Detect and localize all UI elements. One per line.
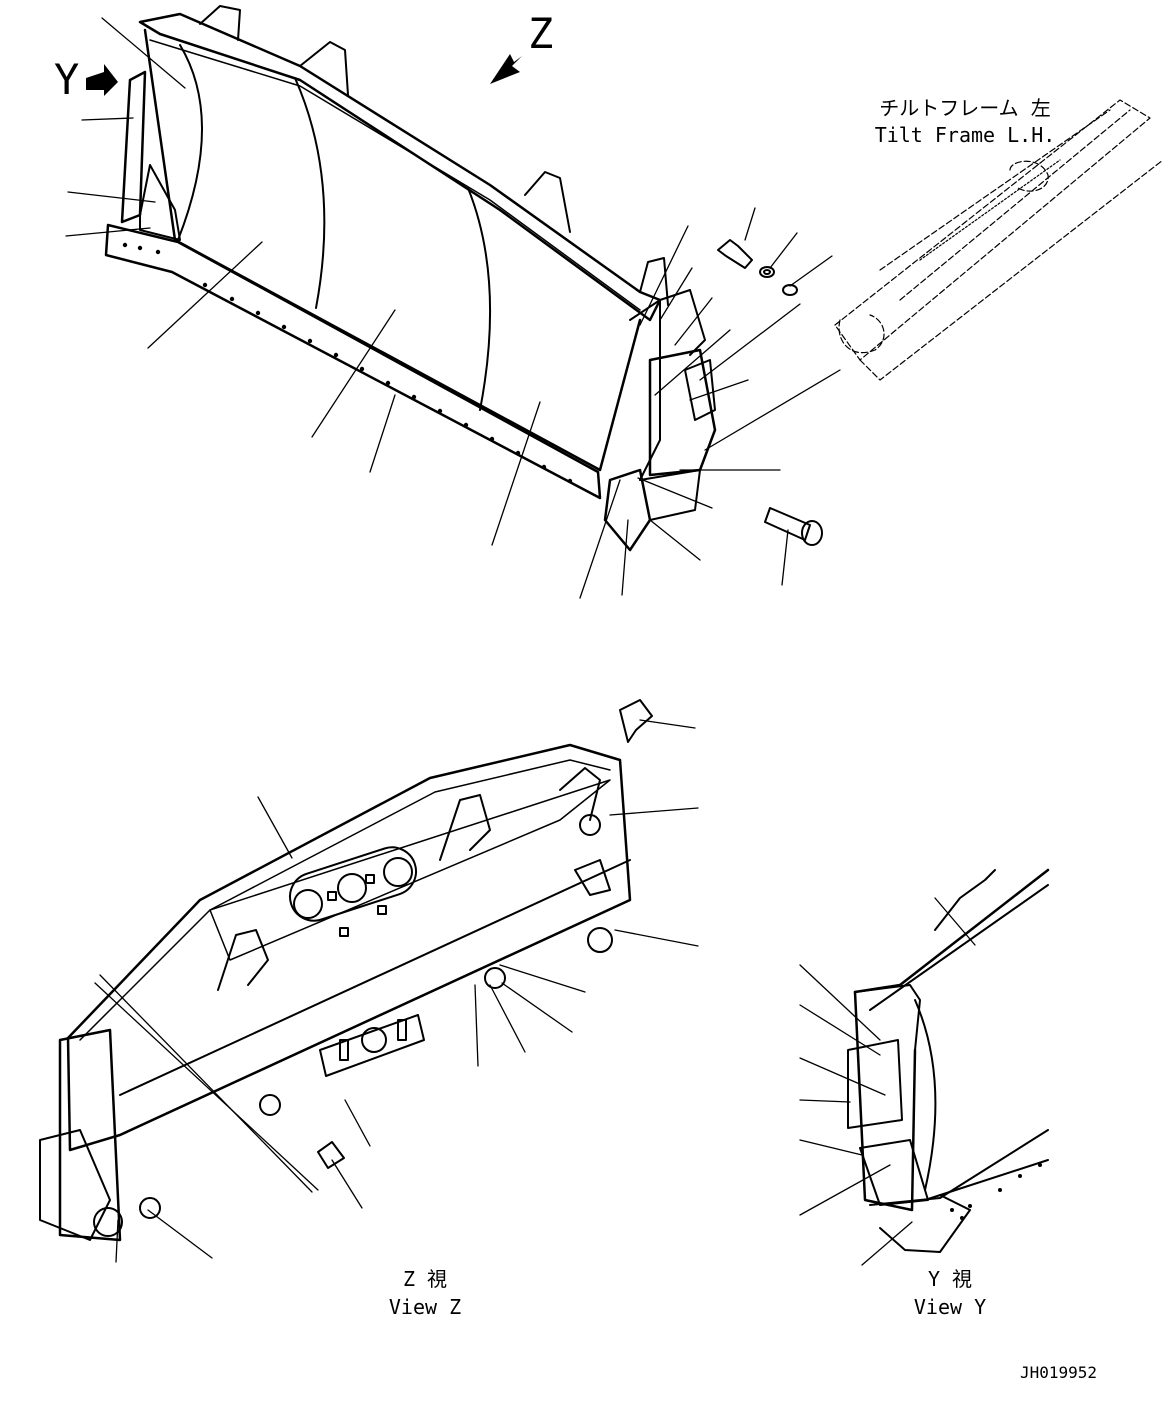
- view-z-drawing: [39, 699, 699, 1263]
- hardware-pin: [764, 507, 823, 546]
- bolt-holes: [122, 242, 573, 484]
- view-y-label-en: View Y: [913, 1295, 987, 1319]
- view-z-label-jp: Z 視: [402, 1267, 448, 1291]
- view-z-label-en: View Z: [388, 1295, 462, 1319]
- tilt-frame-label-jp: チルトフレーム 左: [879, 96, 1051, 120]
- view-y-drawing: [799, 868, 1050, 1266]
- view-y-arrow: [86, 64, 118, 96]
- drawing-id: JH019952: [1020, 1363, 1098, 1382]
- hardware-bolt: [717, 239, 798, 296]
- view-y-marker: Y: [54, 55, 80, 104]
- view-y-label-jp: Y 視: [927, 1267, 973, 1291]
- view-z-marker: Z: [528, 9, 554, 58]
- view-z-arrow: [490, 54, 522, 84]
- grease-fitting: [317, 699, 653, 1169]
- tilt-frame-label-en: Tilt Frame L.H.: [874, 123, 1056, 147]
- tilt-frame: [834, 99, 1163, 381]
- blade-assembly: [65, 5, 841, 599]
